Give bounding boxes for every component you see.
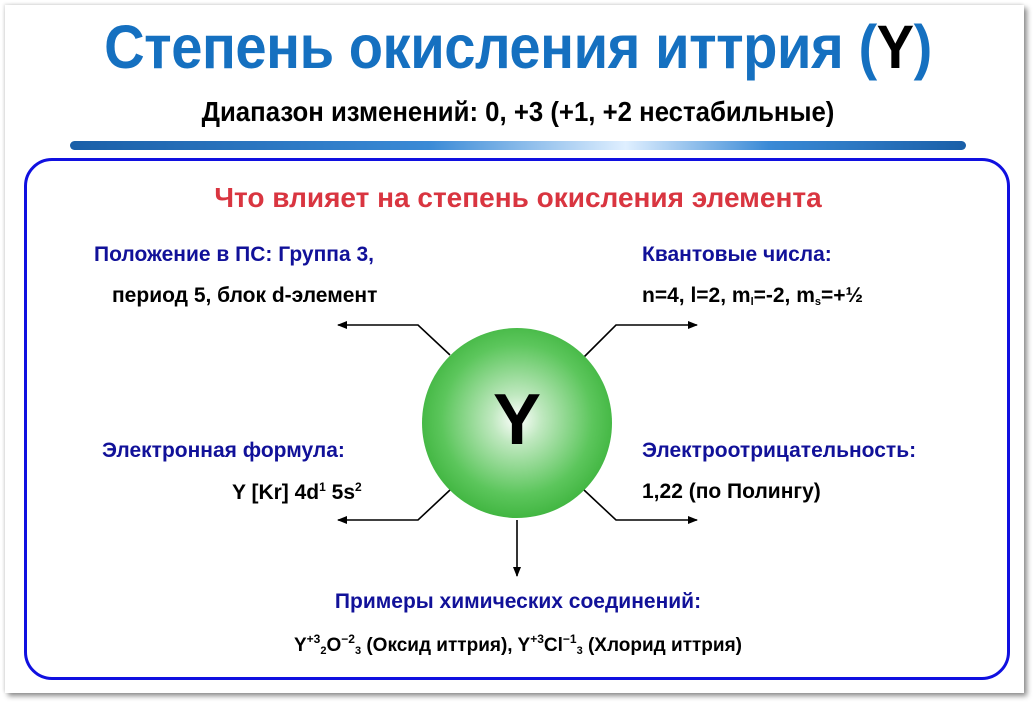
oxidation-range-subtitle: Диапазон изменений: 0, +3 (+1, +2 нестаб… <box>201 96 835 127</box>
atom-symbol: Y <box>492 380 542 460</box>
yttrium-atom-sphere: Y <box>422 328 612 518</box>
title-divider <box>70 141 966 150</box>
page-title: Степень окисления иттрия (Y) <box>104 13 932 81</box>
position-value: период 5, блок d-элемент <box>112 284 378 307</box>
electron-formula-label: Электронная формула: <box>102 439 345 462</box>
position-label: Положение в ПС: Группа 3, <box>94 243 374 266</box>
examples-label: Примеры химических соединений: <box>334 590 702 613</box>
examples-value: Y+32O−23 (Оксид иттрия), Y+3Cl−13 (Хлори… <box>293 632 743 657</box>
electronegativity-label: Электроотрицательность: <box>642 439 917 462</box>
electronegativity-value: 1,22 (по Полингу) <box>642 480 821 503</box>
electron-formula-value: Y [Kr] 4d1 5s2 <box>232 480 362 504</box>
quantum-numbers-value: n=4, l=2, ml=-2, ms=+½ <box>642 284 864 308</box>
quantum-numbers-label: Квантовые числа: <box>642 243 832 266</box>
panel-title: Что влияет на степень окисления элемента <box>214 182 822 213</box>
title-element-symbol: Y <box>876 13 914 81</box>
